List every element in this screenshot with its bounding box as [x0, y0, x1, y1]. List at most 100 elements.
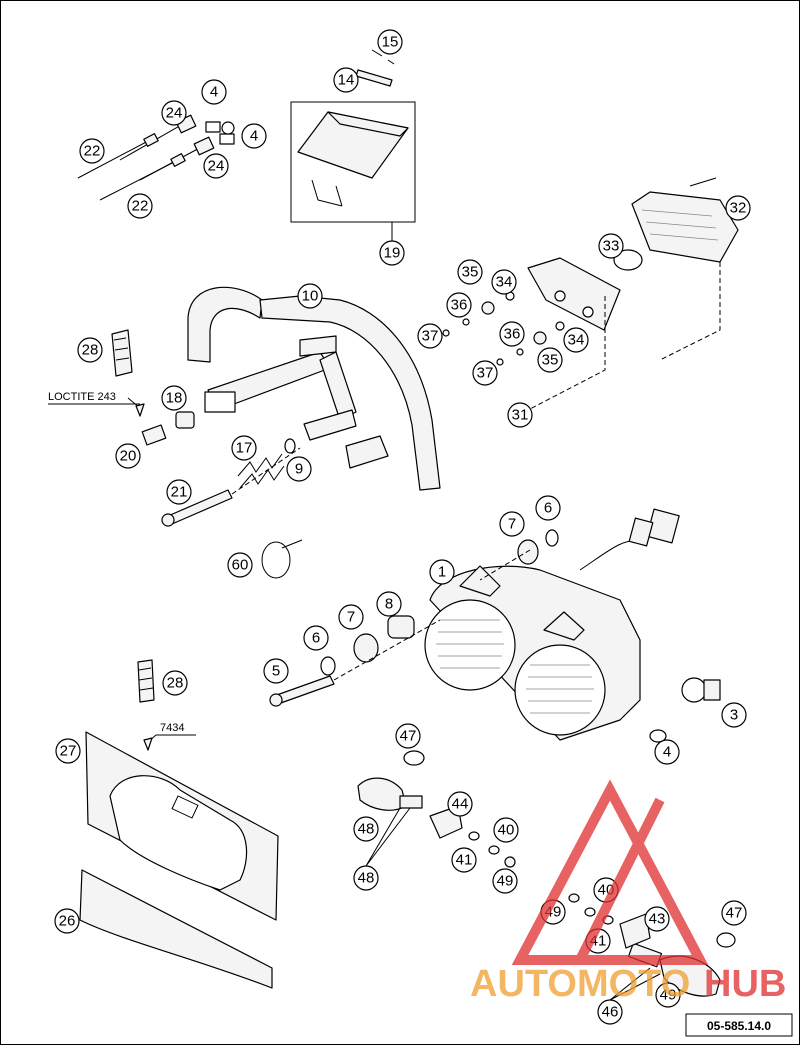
washer-9 — [284, 438, 296, 454]
bolt-21 — [161, 489, 233, 527]
bulb-socket-small — [205, 121, 235, 145]
svg-text:49: 49 — [660, 987, 677, 1004]
callout-32: 32 — [725, 195, 751, 221]
svg-text:4: 4 — [663, 744, 671, 761]
svg-text:41: 41 — [456, 852, 473, 869]
callout-19: 20 — [115, 443, 141, 469]
svg-text:48: 48 — [358, 821, 375, 838]
callout-41a: 41 — [451, 847, 477, 873]
svg-text:36: 36 — [451, 297, 468, 314]
callout-20: 19 — [379, 240, 405, 266]
svg-text:8: 8 — [385, 596, 393, 613]
callout-17: 17 — [231, 435, 257, 461]
svg-text:7: 7 — [508, 516, 516, 533]
svg-text:1: 1 — [438, 564, 446, 581]
bulb-48-top — [403, 750, 425, 766]
svg-text:35: 35 — [542, 352, 559, 369]
tail-light-hardware — [442, 291, 565, 366]
adjuster-axis — [231, 447, 301, 495]
callout-3: 3 — [721, 702, 747, 728]
watermark-logo: AUTOMOTO HUB — [470, 779, 786, 1005]
callout-40a: 40 — [493, 817, 519, 843]
svg-text:34: 34 — [568, 332, 585, 349]
callout-44: 44 — [447, 791, 473, 817]
svg-text:37: 37 — [477, 365, 494, 382]
spacer-stack — [269, 529, 559, 707]
loctite-label: LOCTITE 243 — [48, 391, 116, 403]
callout-47a: 48 — [353, 816, 379, 842]
callout-35b: 35 — [537, 347, 563, 373]
leader-45 — [609, 967, 661, 1001]
callout-49a: 49 — [492, 868, 518, 894]
svg-text:27: 27 — [60, 743, 77, 760]
callout-36a: 36 — [446, 292, 472, 318]
svg-text:31: 31 — [512, 407, 529, 424]
mounting-plate-14 — [355, 49, 395, 87]
compound-label: 7434 — [160, 722, 184, 734]
callout-14: 14 — [333, 67, 359, 93]
svg-text:37: 37 — [422, 328, 439, 345]
svg-text:24: 24 — [208, 158, 225, 175]
svg-text:19: 19 — [384, 245, 401, 262]
svg-text:46: 46 — [602, 1004, 619, 1021]
svg-text:33: 33 — [603, 238, 620, 255]
callout-8: 8 — [376, 591, 402, 617]
harness-cables — [77, 114, 215, 201]
svg-text:60: 60 — [232, 557, 249, 574]
svg-text:4: 4 — [250, 128, 258, 145]
callout-10: 10 — [297, 283, 323, 309]
svg-text:28: 28 — [82, 342, 99, 359]
loctite-drop-icon — [135, 403, 145, 417]
svg-text:6: 6 — [312, 630, 320, 647]
leader-46 — [365, 807, 411, 867]
callout-47b: 49 — [655, 982, 681, 1008]
svg-text:44: 44 — [452, 796, 469, 813]
cable-tie-60 — [261, 539, 303, 579]
callout-60: 60 — [227, 552, 253, 578]
svg-text:49: 49 — [497, 873, 514, 890]
callout-24b: 24 — [203, 153, 229, 179]
watermark-text-left: AUTOMOTO — [470, 963, 690, 1005]
number-plate-27 — [85, 731, 279, 921]
svg-text:22: 22 — [132, 198, 149, 215]
tail-light-leaders — [527, 262, 721, 411]
loctite-tube-top — [111, 329, 133, 377]
callout-28b: 28 — [162, 670, 188, 696]
tail-cover-box — [290, 101, 416, 223]
svg-text:15: 15 — [382, 34, 399, 51]
bulb-h4-3 — [681, 677, 721, 703]
callout-4c: 4 — [654, 739, 680, 765]
svg-text:14: 14 — [338, 72, 355, 89]
callout-48a: 47 — [395, 723, 421, 749]
callout-22a: 22 — [79, 138, 105, 164]
callout-34b: 34 — [563, 327, 589, 353]
svg-text:21: 21 — [171, 484, 188, 501]
callout-24a: 24 — [161, 100, 187, 126]
reference-number: 05-585.14.0 — [707, 1019, 771, 1033]
callout-33: 33 — [598, 233, 624, 259]
callout-45: 46 — [597, 999, 623, 1025]
callout-26: 26 — [54, 908, 80, 934]
callout-31: 31 — [507, 402, 533, 428]
headlight-unit — [424, 508, 680, 741]
svg-text:28: 28 — [167, 675, 184, 692]
turn-signal-left — [357, 777, 423, 811]
svg-text:40: 40 — [498, 822, 515, 839]
callout-1: 1 — [429, 559, 455, 585]
screw-19 — [141, 424, 167, 446]
svg-text:3: 3 — [730, 707, 738, 724]
svg-text:18: 18 — [166, 390, 183, 407]
reference-box — [685, 1013, 793, 1037]
callout-21: 21 — [166, 479, 192, 505]
callout-18: 18 — [161, 385, 187, 411]
svg-text:36: 36 — [504, 326, 521, 343]
svg-text:35: 35 — [462, 264, 479, 281]
callout-36b: 36 — [499, 321, 525, 347]
svg-text:34: 34 — [496, 274, 513, 291]
svg-text:17: 17 — [236, 440, 253, 457]
svg-text:47: 47 — [726, 905, 743, 922]
tail-bulb — [613, 249, 643, 271]
tail-cover — [297, 111, 409, 207]
